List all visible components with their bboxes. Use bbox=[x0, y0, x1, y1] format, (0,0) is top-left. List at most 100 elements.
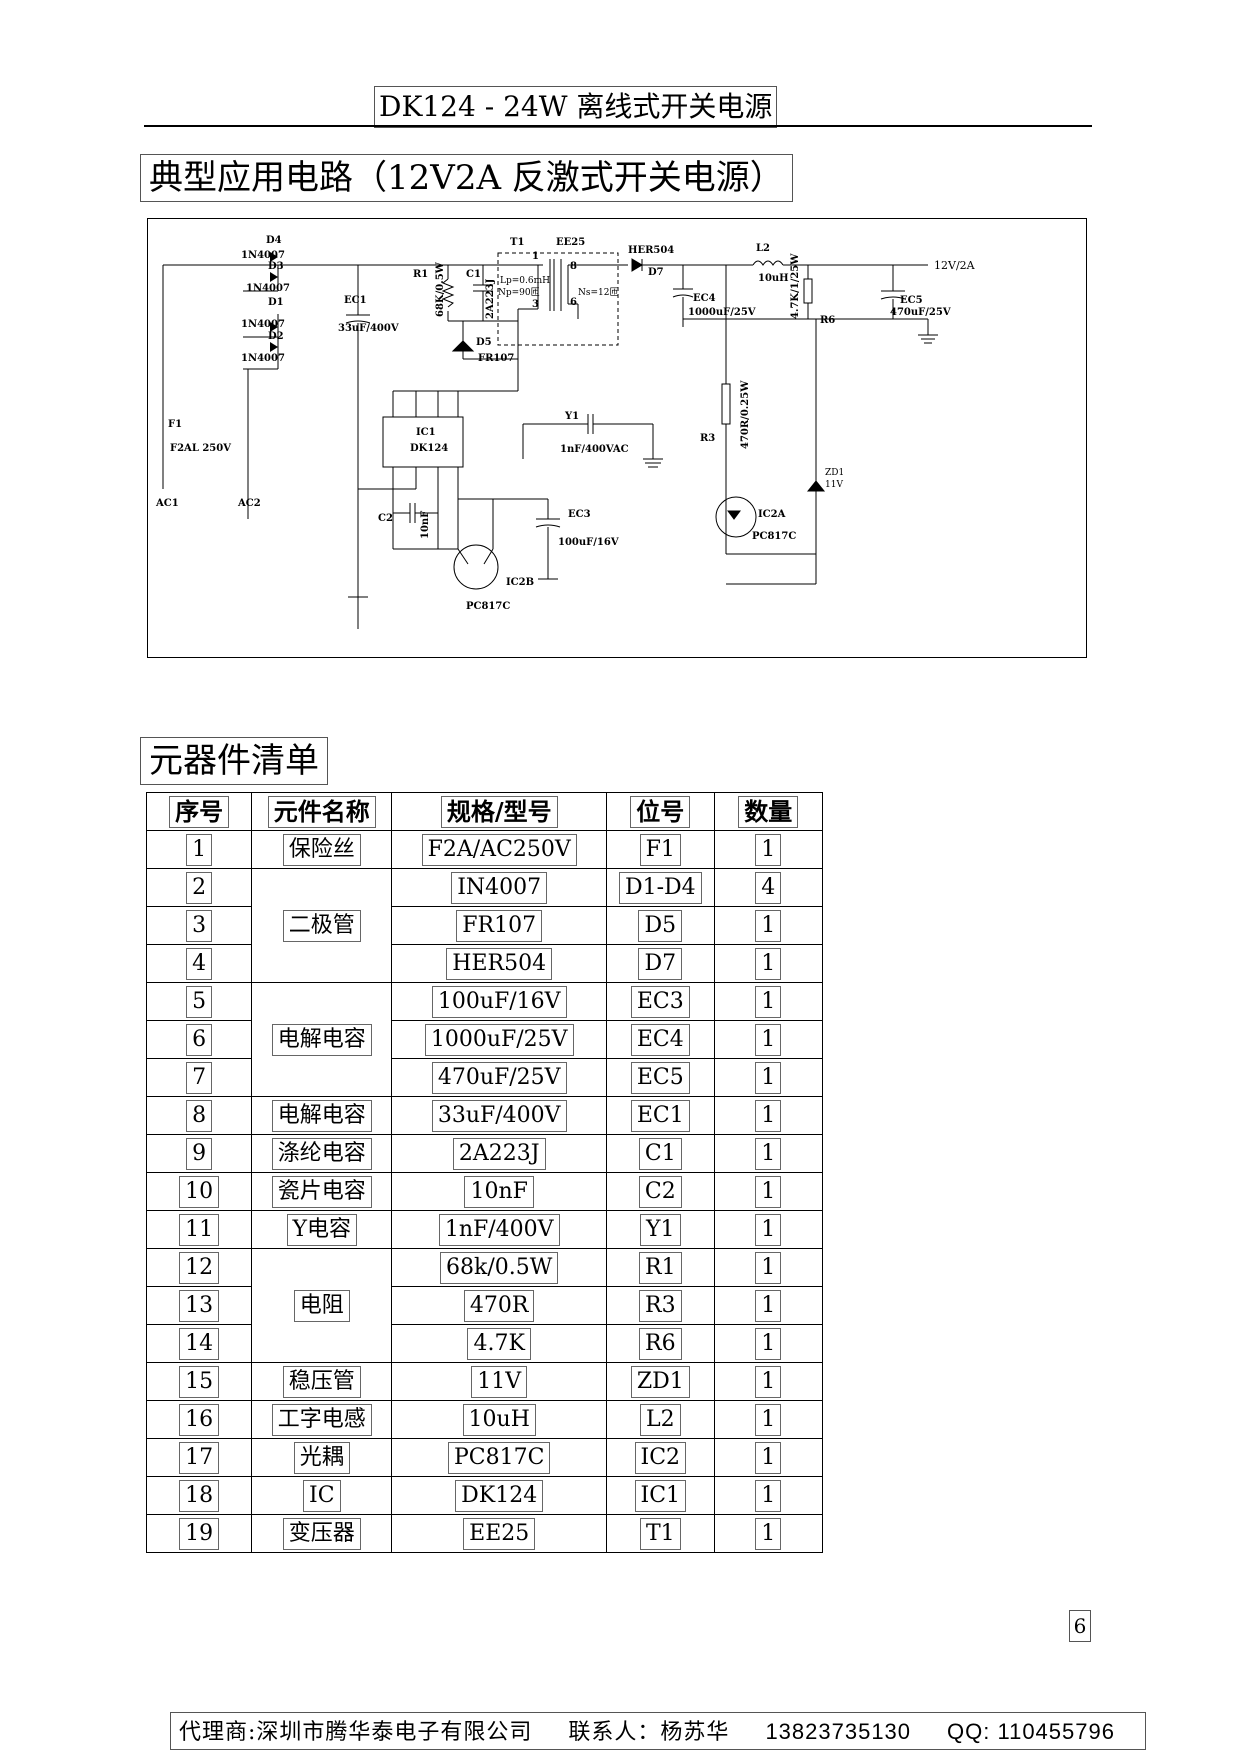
bom-ref-text: T1 bbox=[639, 1517, 681, 1550]
bom-no-text: 19 bbox=[179, 1517, 220, 1550]
bom-cell-ref: F1 bbox=[606, 830, 715, 869]
bom-cell-spec: 2A223J bbox=[391, 1134, 608, 1173]
bom-ref-text: F1 bbox=[639, 833, 681, 866]
bom-name-text: Y电容 bbox=[286, 1213, 358, 1246]
pin-3: 3 bbox=[532, 299, 539, 310]
bom-qty-text: 1 bbox=[755, 985, 782, 1018]
bom-qty-text: 1 bbox=[755, 1327, 782, 1360]
bom-cell-name: 光耦 bbox=[251, 1438, 393, 1477]
label-f1: F1 bbox=[168, 419, 182, 430]
bom-cell-name: 电解电容 bbox=[251, 1096, 393, 1135]
label-d4: D4 bbox=[266, 235, 282, 246]
label-ac2: AC2 bbox=[237, 498, 261, 509]
bom-cell-ref: EC1 bbox=[606, 1096, 715, 1135]
label-d7: D7 bbox=[648, 267, 664, 278]
bom-spec-text: 68k/0.5W bbox=[440, 1251, 559, 1284]
bom-header-name: 元件名称 bbox=[251, 792, 393, 831]
label-y1-val: 1nF/400VAC bbox=[560, 444, 629, 455]
bom-ref-text: Y1 bbox=[640, 1213, 681, 1246]
bom-cell-no: 12 bbox=[145, 1248, 253, 1287]
footer-phone: 13823735130 bbox=[765, 1719, 912, 1744]
bom-cell-name: 涤纶电容 bbox=[251, 1134, 393, 1173]
bom-qty-text: 1 bbox=[755, 833, 782, 866]
bom-no-text: 13 bbox=[179, 1289, 220, 1322]
bom-cell-ref: Y1 bbox=[606, 1210, 715, 1249]
bom-cell-name: 保险丝 bbox=[251, 830, 393, 869]
bom-name-text: 光耦 bbox=[293, 1441, 350, 1474]
bom-cell-no: 2 bbox=[145, 868, 253, 907]
bom-qty-text: 1 bbox=[755, 1365, 782, 1398]
bom-spec-text: 10uH bbox=[462, 1403, 536, 1436]
bom-cell-ref: EC4 bbox=[606, 1020, 715, 1059]
circuit-labels: D4 1N4007 D3 1N4007 D1 1N4007 D2 1N4007 … bbox=[155, 235, 976, 612]
bom-cell-ref: IC2 bbox=[606, 1438, 715, 1477]
label-ec1-val: 33uF/400V bbox=[338, 323, 399, 334]
bom-cell-ref: R1 bbox=[606, 1248, 715, 1287]
label-output: 12V/2A bbox=[934, 259, 976, 272]
bom-cell-spec: 4.7K bbox=[391, 1324, 608, 1363]
bom-cell-ref: L2 bbox=[606, 1400, 715, 1439]
bom-header-spec-text: 规格/型号 bbox=[440, 795, 558, 828]
label-ec1: EC1 bbox=[344, 295, 367, 306]
bom-cell-no: 7 bbox=[145, 1058, 253, 1097]
footer-agent: 代理商:深圳市腾华泰电子有限公司 bbox=[179, 1720, 533, 1745]
pin-8: 8 bbox=[570, 261, 577, 272]
bom-no-text: 11 bbox=[179, 1213, 220, 1246]
label-c1-val: 2A223J bbox=[485, 278, 496, 319]
bom-cell-qty: 1 bbox=[713, 1362, 823, 1401]
bom-spec-text: F2A/AC250V bbox=[421, 833, 577, 866]
label-ec3: EC3 bbox=[568, 509, 591, 520]
bom-name-text: 涤纶电容 bbox=[271, 1137, 372, 1170]
bom-cell-ref: D1-D4 bbox=[606, 868, 715, 907]
footer-contact-person: 联系人：杨苏华 bbox=[568, 1720, 730, 1745]
bom-cell-ref: D5 bbox=[606, 906, 715, 945]
bom-cell-ref: EC5 bbox=[606, 1058, 715, 1097]
bom-cell-no: 19 bbox=[145, 1514, 253, 1553]
bom-cell-spec: 33uF/400V bbox=[391, 1096, 608, 1135]
bom-cell-no: 6 bbox=[145, 1020, 253, 1059]
label-ee25: EE25 bbox=[556, 237, 585, 248]
bom-ref-text: D5 bbox=[638, 909, 683, 942]
bom-qty-text: 1 bbox=[755, 1137, 782, 1170]
bom-cell-ref: ZD1 bbox=[606, 1362, 715, 1401]
label-r3: R3 bbox=[700, 433, 715, 444]
bom-qty-text: 1 bbox=[755, 1213, 782, 1246]
circuit-diagram: D4 1N4007 D3 1N4007 D1 1N4007 D2 1N4007 … bbox=[147, 218, 1087, 658]
bom-cell-spec: 68k/0.5W bbox=[391, 1248, 608, 1287]
bom-cell-ref: IC1 bbox=[606, 1476, 715, 1515]
label-zd1-val: 11V bbox=[825, 480, 843, 490]
bom-ref-text: ZD1 bbox=[630, 1365, 690, 1398]
label-ic2a: IC2A bbox=[758, 509, 786, 520]
bom-name-text: 电解电容 bbox=[271, 1099, 372, 1132]
bom-cell-no: 16 bbox=[145, 1400, 253, 1439]
bom-no-text: 15 bbox=[179, 1365, 220, 1398]
label-r3-val: 470R/0.25W bbox=[740, 380, 751, 449]
bom-qty-text: 1 bbox=[755, 1061, 782, 1094]
bom-cell-ref: D7 bbox=[606, 944, 715, 983]
bom-cell-name: Y电容 bbox=[251, 1210, 393, 1249]
bom-spec-text: 4.7K bbox=[467, 1327, 531, 1360]
label-d1: D1 bbox=[268, 297, 284, 308]
bom-no-text: 5 bbox=[186, 985, 213, 1018]
bom-cell-spec: 1000uF/25V bbox=[391, 1020, 608, 1059]
bom-cell-no: 8 bbox=[145, 1096, 253, 1135]
bom-cell-qty: 1 bbox=[713, 1134, 823, 1173]
bom-spec-text: 10nF bbox=[464, 1175, 534, 1208]
bom-spec-text: 470uF/25V bbox=[431, 1061, 567, 1094]
bom-spec-text: 1000uF/25V bbox=[424, 1023, 574, 1056]
label-r1: R1 bbox=[413, 269, 428, 280]
bom-cell-qty: 1 bbox=[713, 1476, 823, 1515]
bom-spec-text: 2A223J bbox=[452, 1137, 546, 1170]
bom-ref-text: R6 bbox=[639, 1327, 682, 1360]
bom-cell-qty: 1 bbox=[713, 1058, 823, 1097]
bom-cell-no: 10 bbox=[145, 1172, 253, 1211]
circuit-wires bbox=[162, 252, 938, 629]
bom-header-row: 序号 元件名称 规格/型号 位号 数量 bbox=[145, 792, 823, 831]
header-title: DK124 - 24W 离线式开关电源 bbox=[374, 86, 778, 128]
